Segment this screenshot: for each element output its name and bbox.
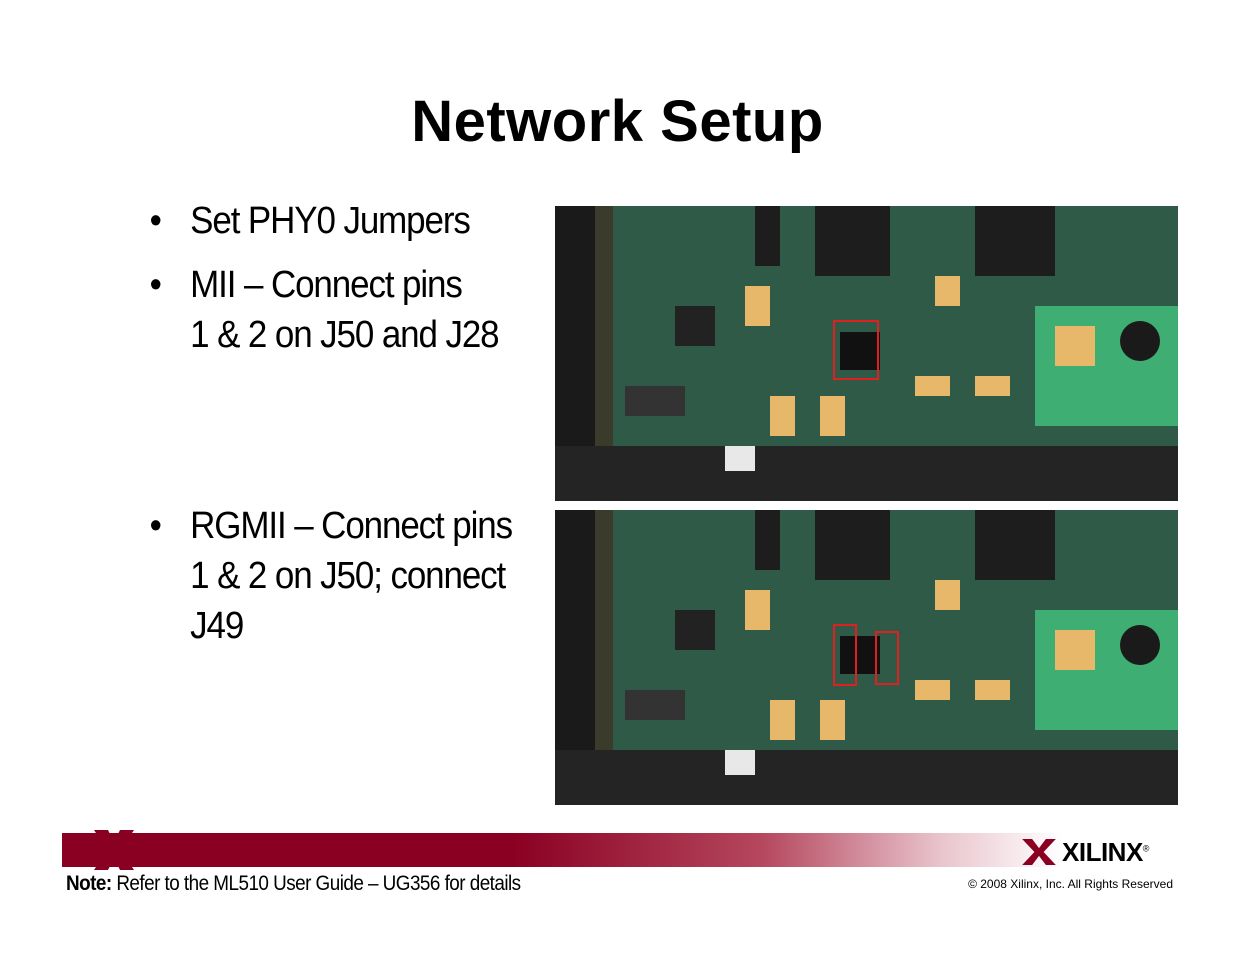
bullet-dot: • [149, 264, 162, 306]
pcb-photo-rgmii [555, 510, 1178, 805]
bullet-item: • Set PHY0 Jumpers [146, 196, 499, 246]
copyright-text: © 2008 Xilinx, Inc. All Rights Reserved [968, 877, 1173, 891]
bullet-text-continued: 1 & 2 on J50; connect [190, 555, 506, 597]
pcb-photo-mii [555, 206, 1178, 501]
xilinx-logo-icon [1022, 839, 1056, 865]
bullet-list-bottom: • RGMII – Connect pins 1 & 2 on J50; con… [146, 501, 513, 665]
footer-brand-band [62, 833, 1062, 867]
pcb-illustration [555, 510, 1178, 805]
note-text: Refer to the ML510 User Guide – UG356 fo… [111, 872, 521, 895]
bullet-text-continued: J49 [190, 605, 244, 647]
bullet-dot: • [149, 505, 162, 547]
bullet-text-continued: 1 & 2 on J50 and J28 [190, 314, 499, 356]
bullet-text: MII – Connect pins [190, 264, 463, 306]
xilinx-logo: XILINX® [1022, 836, 1149, 868]
slide-title: Network Setup [411, 89, 824, 154]
note-label: Note: [66, 872, 112, 895]
bullet-text: RGMII – Connect pins [190, 505, 513, 547]
footer-note: Note: Refer to the ML510 User Guide – UG… [66, 872, 521, 896]
pcb-illustration [555, 206, 1178, 501]
logo-text: XILINX® [1062, 836, 1149, 867]
bullet-text: Set PHY0 Jumpers [190, 200, 471, 242]
bullet-item: • MII – Connect pins 1 & 2 on J50 and J2… [146, 260, 500, 360]
bullet-list-top: • Set PHY0 Jumpers • MII – Connect pins … [146, 196, 500, 374]
bullet-item: • RGMII – Connect pins 1 & 2 on J50; con… [146, 501, 513, 651]
xilinx-x-icon [94, 830, 134, 870]
bullet-dot: • [149, 200, 162, 242]
